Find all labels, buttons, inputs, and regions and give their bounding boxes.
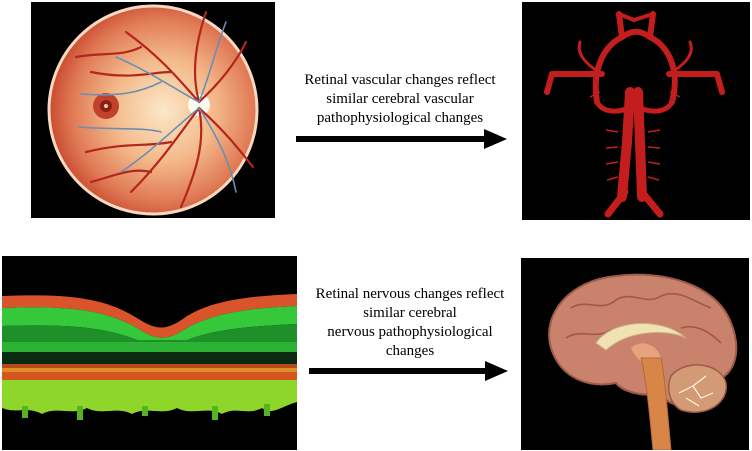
nervous-caption-line-1: Retinal nervous changes reflect [315,286,505,302]
right-arrow-icon [309,361,508,381]
nervous-caption: Retinal nervous changes reflect similar … [296,285,524,361]
nervous-caption-line-4: changes [385,343,435,359]
nervous-caption-line-3: nervous pathophysiological [327,324,493,340]
brain-sagittal-image [521,258,749,450]
retinal-oct-image [2,256,297,450]
retinal-fundus-image [31,2,275,218]
vascular-caption-line-2: similar cerebral vascular [326,91,474,107]
vascular-caption: Retinal vascular changes reflect similar… [290,71,510,128]
vascular-caption-line-3: pathophysiological changes [316,110,484,126]
right-arrow-icon [296,129,507,149]
nervous-caption-line-2: similar cerebral [363,305,457,321]
vascular-caption-line-1: Retinal vascular changes reflect [304,72,496,88]
cerebral-vessels-image [522,2,750,220]
